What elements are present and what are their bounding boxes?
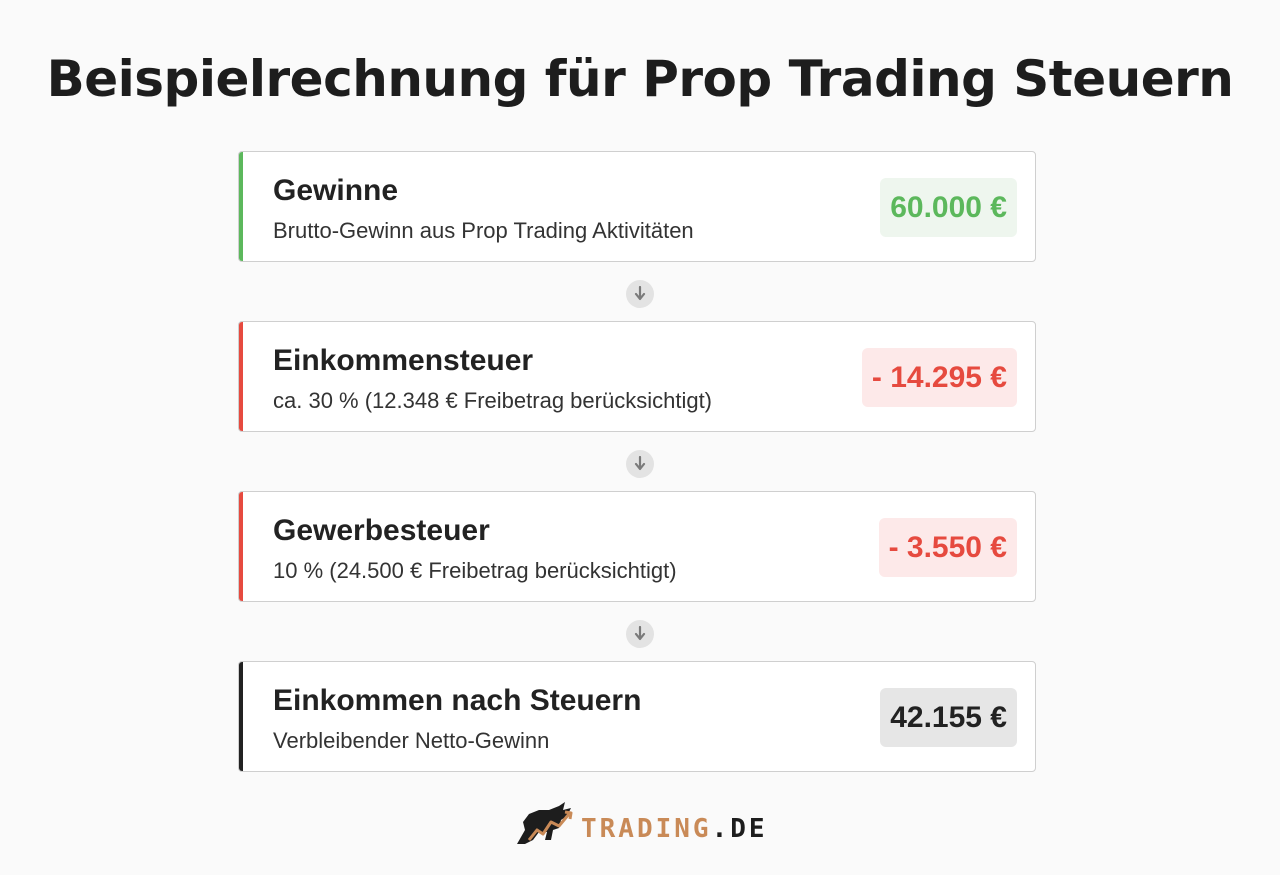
amount-badge: 60.000 €: [880, 178, 1017, 237]
step-heading: Einkommen nach Steuern: [273, 684, 642, 717]
step-card-einkommen-nach-steuern: Einkommen nach Steuern Verbleibender Net…: [238, 661, 1036, 772]
step-subtitle: Brutto-Gewinn aus Prop Trading Aktivität…: [273, 218, 694, 243]
page-title: Beispielrechnung für Prop Trading Steuer…: [46, 50, 1234, 108]
arrow-down-icon: [626, 450, 654, 478]
logo-text-main: TRADING: [581, 814, 712, 844]
accent-bar: [239, 152, 243, 261]
step-card-gewinne: Gewinne Brutto-Gewinn aus Prop Trading A…: [238, 151, 1036, 262]
step-heading: Gewerbesteuer: [273, 514, 490, 547]
bull-icon: [517, 802, 573, 844]
amount-badge: - 3.550 €: [878, 518, 1017, 577]
logo-text-suffix: .DE: [711, 814, 768, 844]
step-card-gewerbesteuer: Gewerbesteuer 10 % (24.500 € Freibetrag …: [238, 491, 1036, 602]
accent-bar: [239, 492, 243, 601]
step-card-einkommensteuer: Einkommensteuer ca. 30 % (12.348 € Freib…: [238, 321, 1036, 432]
amount-badge: 42.155 €: [880, 688, 1017, 747]
accent-bar: [239, 322, 243, 431]
arrow-down-icon: [626, 280, 654, 308]
accent-bar: [239, 662, 243, 771]
trading-de-logo: TRADING.DE: [515, 800, 765, 850]
step-heading: Gewinne: [273, 174, 399, 207]
step-subtitle: Verbleibender Netto-Gewinn: [273, 728, 550, 753]
step-subtitle: ca. 30 % (12.348 € Freibetrag berücksich…: [273, 388, 713, 413]
step-heading: Einkommensteuer: [273, 344, 534, 377]
step-subtitle: 10 % (24.500 € Freibetrag berücksichtigt…: [273, 558, 677, 583]
amount-badge: - 14.295 €: [861, 348, 1017, 407]
arrow-down-icon: [626, 620, 654, 648]
